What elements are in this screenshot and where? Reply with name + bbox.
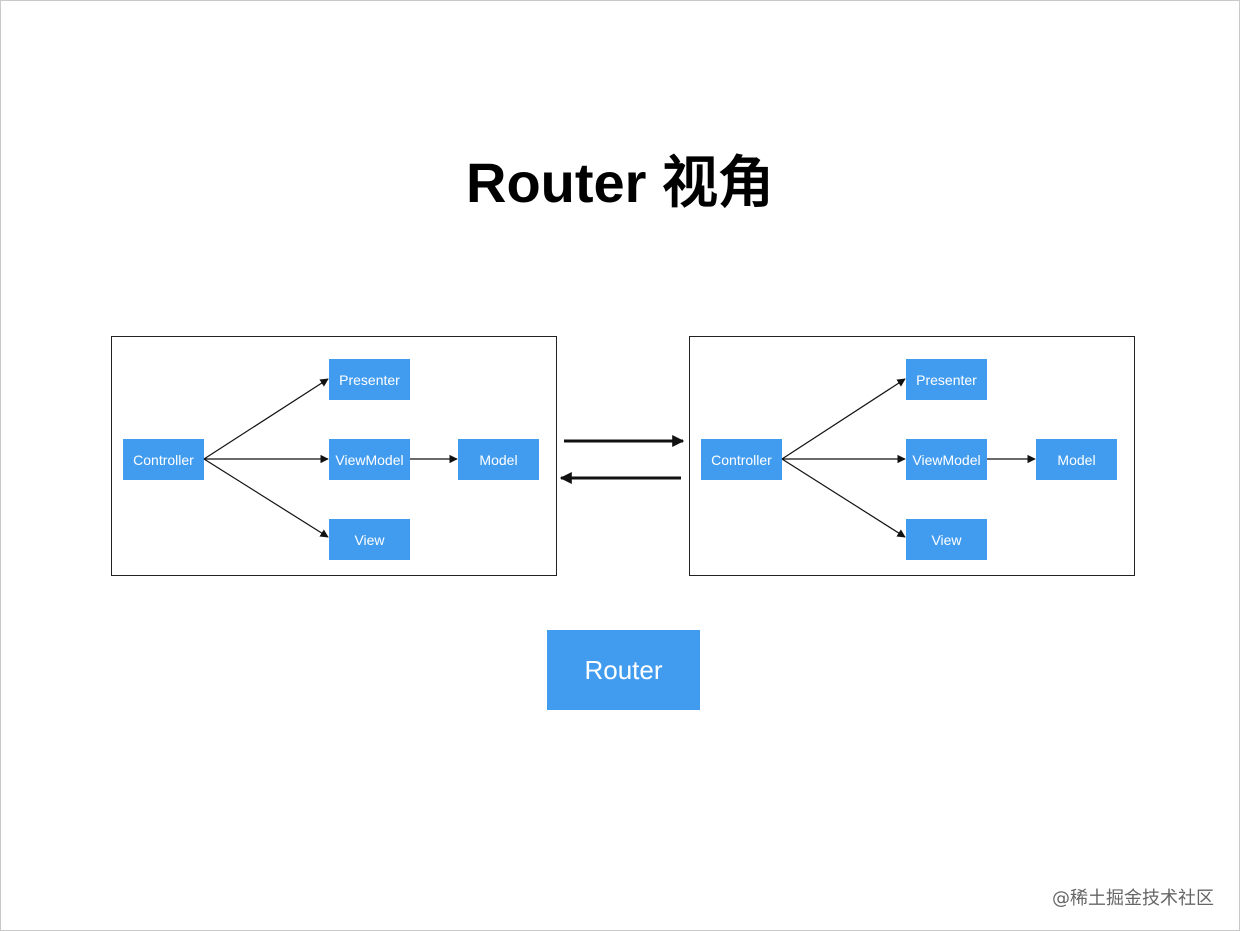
right-presenter-node: Presenter — [906, 359, 987, 400]
slide-title: Router 视角 — [466, 151, 774, 214]
module-right — [689, 336, 1135, 576]
watermark: @稀土掘金技术社区 — [1052, 888, 1214, 909]
right-controller-node: Controller — [701, 439, 782, 480]
right-view-node: View — [906, 519, 987, 560]
right-viewmodel-node: ViewModel — [906, 439, 987, 480]
module-left — [111, 336, 557, 576]
left-model-node: Model — [458, 439, 539, 480]
right-model-node: Model — [1036, 439, 1117, 480]
left-presenter-node: Presenter — [329, 359, 410, 400]
left-controller-node: Controller — [123, 439, 204, 480]
left-view-node: View — [329, 519, 410, 560]
router-node: Router — [547, 630, 700, 710]
left-viewmodel-node: ViewModel — [329, 439, 410, 480]
